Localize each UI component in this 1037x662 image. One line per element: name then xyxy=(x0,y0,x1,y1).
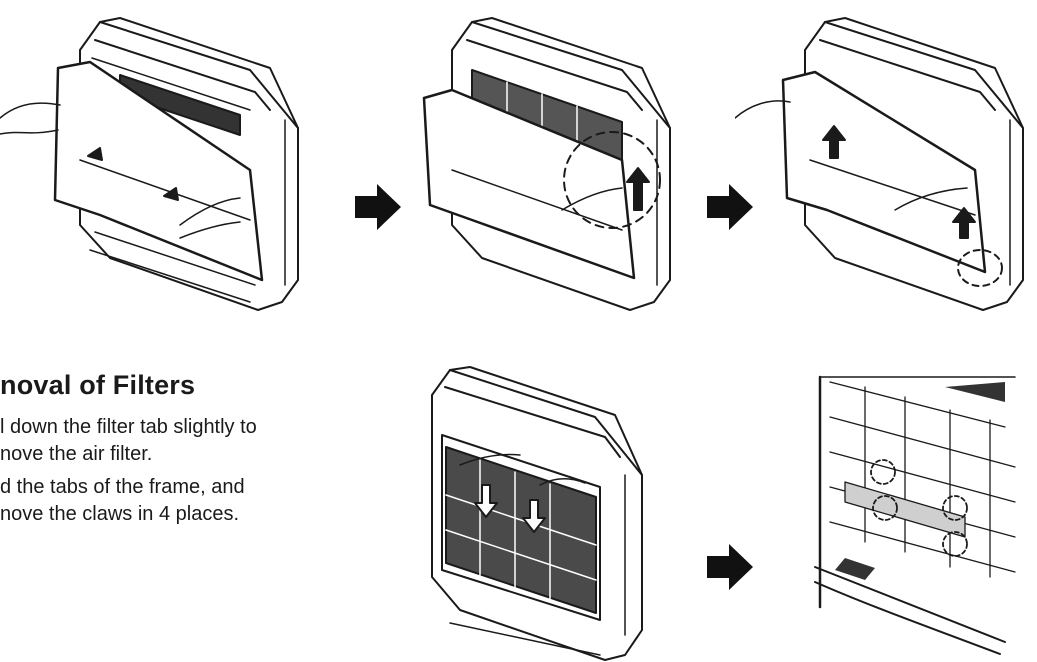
figure-open-front-panel xyxy=(0,10,305,315)
figure-remove-front-panel xyxy=(735,10,1035,315)
right-arrow-icon xyxy=(705,182,755,232)
figure-pull-down-filter-tab xyxy=(420,365,660,662)
instruction-step: l down the filter tab slightly to nove t… xyxy=(0,414,380,468)
right-arrow-icon xyxy=(353,182,403,232)
step-line: d the tabs of the frame, and xyxy=(0,476,245,498)
step-line: l down the filter tab slightly to xyxy=(0,416,257,438)
section-title: noval of Filters xyxy=(0,370,196,400)
right-arrow-icon xyxy=(705,542,755,592)
step-line: nove the air filter. xyxy=(0,443,153,465)
figure-frame-claws-detail xyxy=(805,372,1020,657)
instruction-step: d the tabs of the frame, and nove the cl… xyxy=(0,474,380,528)
instruction-steps: l down the filter tab slightly to nove t… xyxy=(0,414,380,534)
step-line: nove the claws in 4 places. xyxy=(0,503,240,525)
figure-release-panel-hook xyxy=(412,10,712,315)
